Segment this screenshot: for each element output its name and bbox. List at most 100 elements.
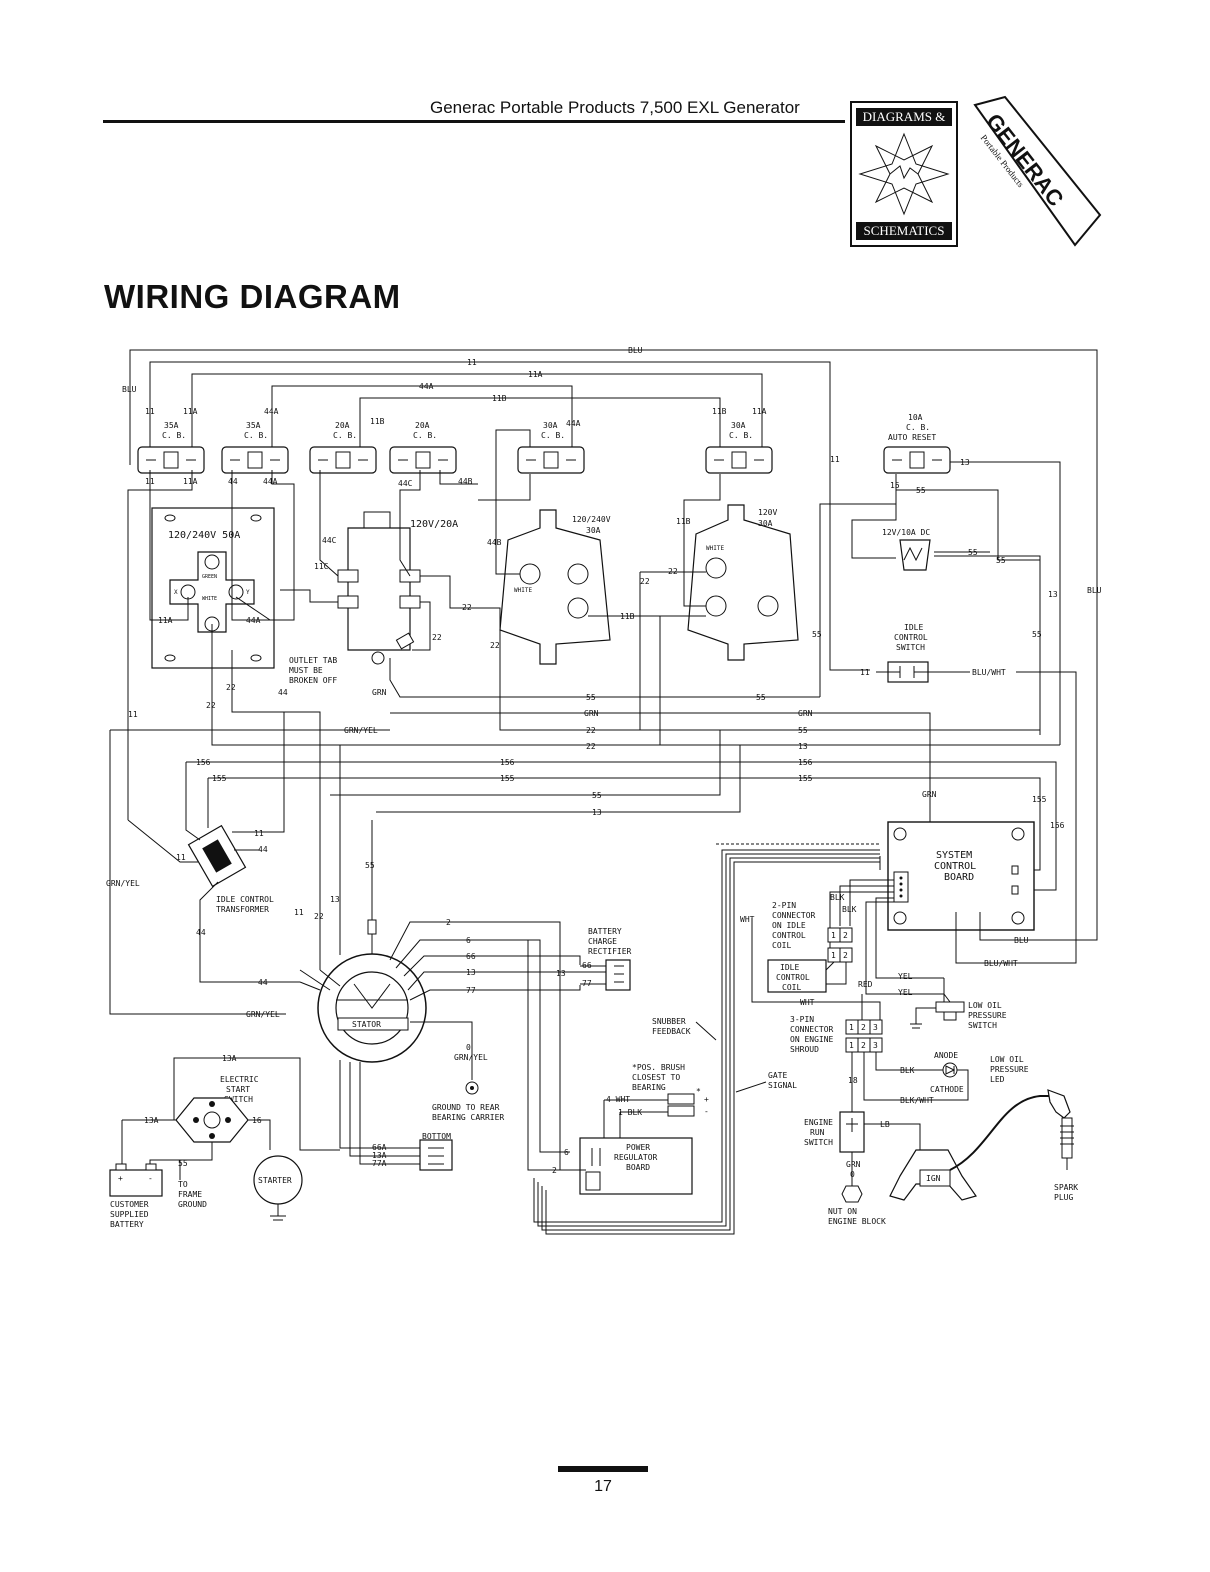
wire-label-15: 15 bbox=[890, 481, 900, 490]
ground-rear-line1: GROUND TO REAR bbox=[432, 1103, 500, 1112]
twopin-pin2-b: 2 bbox=[843, 951, 848, 960]
wire-label-55-dc-c: 55 bbox=[996, 556, 1006, 565]
twopin-pin1: 1 bbox=[831, 931, 836, 940]
outlet-green-label: GREEN bbox=[202, 574, 217, 580]
wire-label-11b-top: 11B bbox=[492, 394, 507, 403]
wire-label-22-outlet-b: 22 bbox=[206, 701, 216, 710]
cb5-rating: 30A bbox=[543, 421, 558, 430]
wire-label-11-under-cb1: 11 bbox=[145, 477, 155, 486]
wire-label-6-stator: 6 bbox=[466, 936, 471, 945]
brush-line1: *POS. BRUSH bbox=[632, 1063, 685, 1072]
wire-label-zero-engine: 0 bbox=[850, 1170, 855, 1179]
generac-logo: GENERAC Portable Products bbox=[973, 95, 1102, 247]
wire-label-22-twist2: 22 bbox=[640, 577, 650, 586]
outlet-x-label: X bbox=[174, 589, 178, 596]
document-title: Generac Portable Products 7,500 EXL Gene… bbox=[430, 98, 800, 117]
wire-label-11a-top: 11A bbox=[528, 370, 543, 379]
breaker-cb7: 10A C. B. AUTO RESET 13 15 11 bbox=[830, 413, 1061, 745]
ground-rear-line2: BEARING CARRIER bbox=[432, 1113, 504, 1122]
stator: STATOR 2 6 66 13 77 0 GRN/YEL GROUND TO … bbox=[299, 820, 581, 1171]
wire-label-13-stator: 13 bbox=[330, 895, 340, 904]
wire-label-11-cb7: 11 bbox=[830, 455, 840, 464]
cb2-rating: 35A bbox=[246, 421, 261, 430]
cb4-rating: 20A bbox=[415, 421, 430, 430]
cb7-auto-reset: AUTO RESET bbox=[888, 433, 936, 442]
outlet-50a-label: 120/240V 50A bbox=[168, 530, 240, 541]
wire-label-13-cb7: 13 bbox=[960, 458, 970, 467]
wire-label-red: RED bbox=[858, 980, 873, 989]
wire-label-55-dc: 55 bbox=[916, 486, 926, 495]
wire-label-11c-duplex: 11C bbox=[314, 562, 329, 571]
bottom-label: BOTTOM bbox=[422, 1132, 451, 1141]
battery-line3: BATTERY bbox=[110, 1220, 144, 1229]
low-oil-section: LOW OIL PRESSURE SWITCH ANODE CATHODE LO… bbox=[900, 978, 1029, 1105]
wire-label-grn-engine: GRN bbox=[846, 1160, 861, 1169]
wire-label-6-reg: 6 bbox=[564, 1148, 569, 1157]
spark-line2: PLUG bbox=[1054, 1193, 1073, 1202]
wire-label-44a-top: 44A bbox=[419, 382, 434, 391]
outlet-tab-line1: OUTLET TAB bbox=[289, 656, 337, 665]
wire-label-blu-scb: BLU bbox=[1014, 936, 1029, 945]
wire-label-55-frame: 55 bbox=[178, 1159, 188, 1168]
frame-line3: GROUND bbox=[178, 1200, 207, 1209]
stator-label: STATOR bbox=[352, 1020, 381, 1029]
cb7-rating: 10A bbox=[908, 413, 923, 422]
logo-top-text: DIAGRAMS & bbox=[856, 108, 952, 126]
wire-label-55-vertical: 55 bbox=[365, 861, 375, 870]
wire-label-44b-twist1: 44B bbox=[487, 538, 502, 547]
wire-label-77a: 77A bbox=[372, 1159, 387, 1168]
wire-label-bluwht-idle: BLU/WHT bbox=[972, 668, 1006, 677]
wire-label-13a-top: 13A bbox=[222, 1054, 237, 1063]
wire-label-155-bus-b: 155 bbox=[500, 774, 515, 783]
wire-label-22-bus: 22 bbox=[586, 726, 596, 735]
logo-bottom-text: SCHEMATICS bbox=[856, 222, 952, 240]
twist1-white: WHITE bbox=[514, 587, 532, 594]
outlet-50a: 120/240V 50A GREEN WHITE X Y 11A 44A 11 … bbox=[127, 470, 660, 970]
header-rule bbox=[103, 120, 845, 123]
wire-label-wht-scb: WHT bbox=[740, 915, 755, 924]
led-cathode: CATHODE bbox=[930, 1085, 964, 1094]
wire-label-yel-b: YEL bbox=[898, 988, 913, 997]
wire-label-22-twist1: 22 bbox=[490, 641, 500, 650]
wire-label-44a-under-cb2: 44A bbox=[263, 477, 278, 486]
coil-line1: IDLE bbox=[780, 963, 799, 972]
wire-label-blu-right: BLU bbox=[1087, 586, 1102, 595]
system-control-board: SYSTEM CONTROL BOARD BLU BLU/WHT BLK BLK… bbox=[740, 821, 1040, 1020]
main-bus: 55 55 GRN GRN GRN/YEL 22 55 22 13 156 15… bbox=[106, 693, 1065, 1019]
snubber-line1: SNUBBER bbox=[652, 1017, 686, 1026]
wire-label-11b-cb6: 11B bbox=[712, 407, 727, 416]
cb6-rating: 30A bbox=[731, 421, 746, 430]
cb2-label: C. B. bbox=[244, 431, 268, 440]
power-regulator-section: SNUBBER FEEDBACK GATE SIGNAL *POS. BRUSH… bbox=[527, 843, 880, 1235]
page-number: 17 bbox=[594, 1478, 612, 1495]
idle-switch-line3: SWITCH bbox=[896, 643, 925, 652]
wire-label-11-idle: 11 bbox=[860, 668, 870, 677]
wire-label-13a-estart: 13A bbox=[144, 1116, 159, 1125]
wire-label-13-bus: 13 bbox=[798, 742, 808, 751]
cb1-rating: 35A bbox=[164, 421, 179, 430]
low-oil-led-line3: LED bbox=[990, 1075, 1005, 1084]
threepin-pin2: 2 bbox=[861, 1023, 866, 1032]
wire-label-blkwht-led: BLK/WHT bbox=[900, 1096, 934, 1105]
twopin-line4: CONTROL bbox=[772, 931, 806, 940]
twist1-amps: 30A bbox=[586, 526, 601, 535]
snubber-line2: FEEDBACK bbox=[652, 1027, 691, 1036]
wire-label-44-xfmr-b: 44 bbox=[196, 928, 206, 937]
brush-star: * bbox=[696, 1087, 701, 1096]
xfmr-line2: TRANSFORMER bbox=[216, 905, 269, 914]
wire-label-11a-under-cb1: 11A bbox=[183, 477, 198, 486]
wire-label-grn-vertical: GRN bbox=[922, 790, 937, 799]
wire-label-55-right: 55 bbox=[1032, 630, 1042, 639]
wire-label-44a-cb2: 44A bbox=[264, 407, 279, 416]
xfmr-line1: IDLE CONTROL bbox=[216, 895, 274, 904]
breaker-cb3: 20A C. B. bbox=[309, 421, 377, 474]
wire-label-13-rect-b: 13 bbox=[556, 969, 566, 978]
low-oil-led-line1: LOW OIL bbox=[990, 1055, 1024, 1064]
wire-label-11b-twist1: 11B bbox=[620, 612, 635, 621]
threepin-pin1: 1 bbox=[849, 1023, 854, 1032]
engine-run-line1: ENGINE bbox=[804, 1118, 833, 1127]
wire-label-44-outlet: 44 bbox=[278, 688, 288, 697]
outlet-tab-line2: MUST BE bbox=[289, 666, 323, 675]
wire-label-16-estart: 16 bbox=[252, 1116, 262, 1125]
